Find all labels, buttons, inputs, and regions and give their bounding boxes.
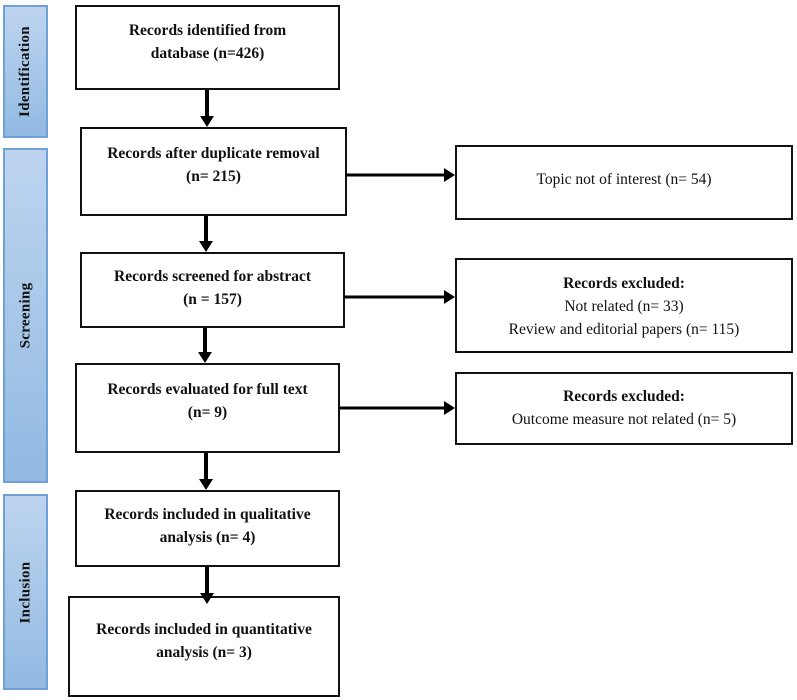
arrow-shaft [339, 406, 445, 410]
flow-box-records-identified: Records identified from database (n=426) [75, 5, 340, 90]
exclusion-box-2-title: Records excluded: [563, 275, 685, 292]
flow-box-qualitative-analysis: Records included in qualitative analysis… [75, 490, 340, 567]
arrow-shaft [204, 453, 208, 480]
exclusion-box-full-text: Records excluded: Outcome measure not re… [455, 372, 793, 445]
flow-box-records-identified-text: Records identified from database (n=426) [128, 22, 287, 62]
arrow-down-identified-to-duplicates [200, 90, 214, 127]
flow-box-after-duplicate-removal: Records after duplicate removal (n= 215) [80, 127, 347, 216]
arrow-shaft [345, 173, 445, 177]
flow-box-screened-for-abstract: Records screened for abstract (n = 157) [80, 252, 345, 328]
arrow-shaft [205, 90, 209, 117]
arrow-right-icon [444, 168, 455, 182]
arrow-right-duplicates-to-topic-excluded [345, 168, 455, 182]
arrow-down-fulltext-to-qualitative [199, 453, 213, 490]
stage-label-inclusion: Inclusion [17, 561, 33, 623]
arrow-shaft [204, 216, 208, 242]
stage-label-identification: Identification [17, 26, 33, 117]
flow-box-after-duplicate-removal-text: Records after duplicate removal (n= 215) [107, 145, 320, 185]
stage-bar-inclusion: Inclusion [3, 494, 48, 690]
exclusion-box-abstract-screening: Records excluded: Not related (n= 33) Re… [455, 258, 793, 353]
flow-box-screened-for-abstract-text: Records screened for abstract (n = 157) [114, 268, 311, 308]
arrow-down-screened-to-fulltext [198, 328, 212, 363]
arrow-down-icon [200, 116, 214, 127]
stage-label-screening: Screening [17, 282, 34, 349]
arrow-down-icon [199, 479, 213, 490]
exclusion-box-2-text: Not related (n= 33) Review and editorial… [508, 298, 740, 338]
flow-box-evaluated-full-text-text: Records evaluated for full text (n= 9) [107, 381, 308, 421]
arrow-right-screened-to-excluded [344, 290, 455, 304]
flow-box-quantitative-analysis-text: Records included in quantitative analysi… [96, 621, 312, 661]
arrow-down-qualitative-to-quantitative [200, 567, 214, 604]
stage-bar-screening: Screening [3, 148, 48, 483]
exclusion-box-1-text: Topic not of interest (n= 54) [536, 171, 712, 188]
exclusion-box-3-text: Outcome measure not related (n= 5) [511, 411, 737, 428]
exclusion-box-topic-not-of-interest: Topic not of interest (n= 54) [455, 145, 793, 220]
arrow-right-icon [444, 401, 455, 415]
arrow-shaft [344, 295, 445, 299]
arrow-shaft [205, 567, 209, 594]
flow-box-evaluated-full-text: Records evaluated for full text (n= 9) [75, 363, 340, 453]
arrow-right-icon [444, 290, 455, 304]
arrow-down-icon [198, 352, 212, 363]
arrow-shaft [203, 328, 207, 353]
flow-box-quantitative-analysis: Records included in quantitative analysi… [68, 596, 340, 697]
arrow-down-icon [200, 593, 214, 604]
arrow-down-icon [199, 241, 213, 252]
exclusion-box-3-title: Records excluded: [563, 388, 685, 405]
flow-box-qualitative-analysis-text: Records included in qualitative analysis… [104, 506, 311, 546]
arrow-right-fulltext-to-excluded [339, 401, 455, 415]
stage-bar-identification: Identification [3, 5, 48, 138]
arrow-down-duplicates-to-screened [199, 216, 213, 252]
